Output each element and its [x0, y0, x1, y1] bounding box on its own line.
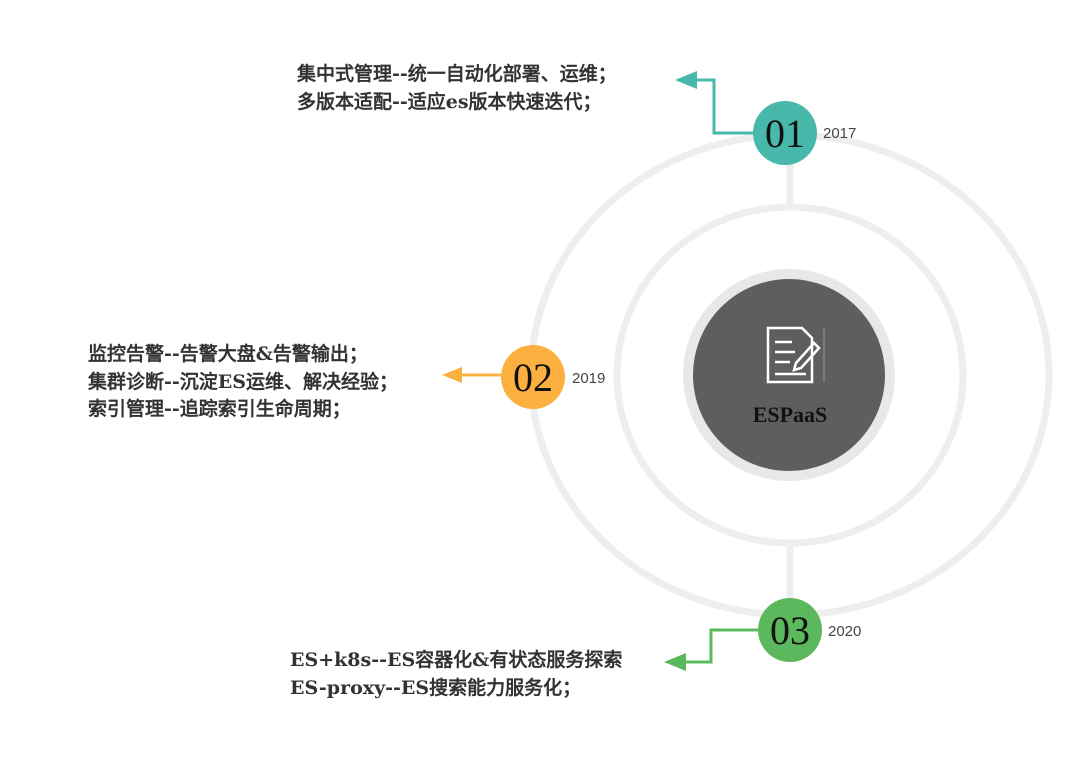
arrow-03: [664, 628, 758, 671]
milestone-02-year: 2019: [572, 370, 606, 387]
center-label: ESPaaS: [752, 402, 828, 427]
arrow-02: [442, 367, 501, 383]
milestone-03-line: ES-proxy--ES搜索能力服务化；: [290, 676, 582, 699]
milestone-02-text: 监控告警--告警大盘&告警输出； 集群诊断--沉淀ES运维、解决经验； 索引管理…: [88, 341, 398, 424]
milestone-03-year: 2020: [828, 623, 862, 640]
milestone-01-line: 多版本适配--适应es版本快速迭代；: [297, 90, 602, 113]
document-edit-icon: [766, 326, 825, 384]
milestone-02-line: 集群诊断--沉淀ES运维、解决经验；: [88, 370, 398, 393]
milestone-02-badge: 02: [501, 345, 565, 409]
milestone-03-line: ES+k8s--ES容器化&有状态服务探索: [290, 649, 623, 671]
milestone-03-badge: 03: [758, 598, 822, 662]
milestone-01-line: 集中式管理--统一自动化部署、运维；: [297, 63, 617, 85]
milestone-03-text: ES+k8s--ES容器化&有状态服务探索 ES-proxy--ES搜索能力服务…: [290, 647, 622, 702]
arrow-01: [675, 71, 755, 135]
milestone-01-badge: 01: [753, 101, 817, 165]
milestone-02-line: 监控告警--告警大盘&告警输出；: [88, 343, 368, 365]
milestone-02-line: 索引管理--追踪索引生命周期；: [88, 398, 351, 420]
milestone-01-text: 集中式管理--统一自动化部署、运维； 多版本适配--适应es版本快速迭代；: [297, 61, 617, 116]
milestone-01-year: 2017: [823, 125, 857, 142]
